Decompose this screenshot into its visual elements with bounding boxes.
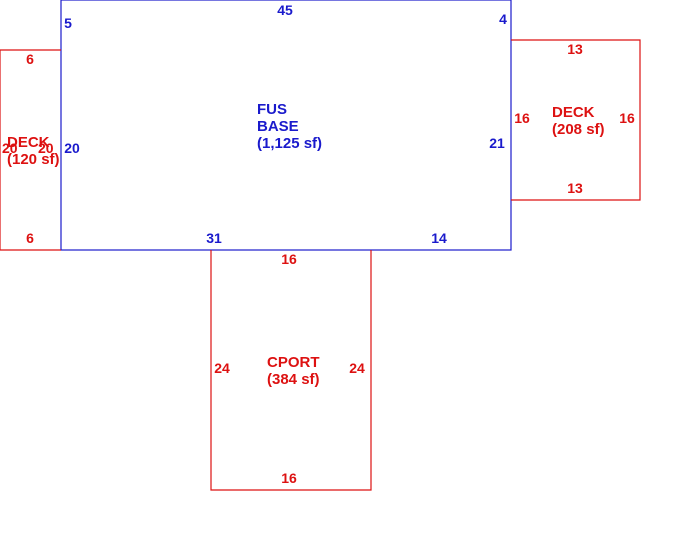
- base-area-label: (1,125 sf): [257, 135, 322, 152]
- carport-area-label: (384 sf): [267, 371, 320, 388]
- left-deck-dim-left: 20: [2, 140, 18, 156]
- base-dim-bottom-right: 14: [431, 230, 447, 246]
- right-deck-area-label: (208 sf): [552, 121, 605, 138]
- left-deck-outline: [0, 49, 61, 251]
- right-deck-dim-top: 13: [567, 41, 583, 57]
- right-deck-dim-bottom: 13: [567, 180, 583, 196]
- left-deck-name-label: DECK: [7, 134, 50, 151]
- carport-dim-right: 24: [349, 360, 365, 376]
- right-deck-name-label: DECK: [552, 104, 595, 121]
- base-dim-left: 20: [64, 140, 80, 156]
- right-deck-dim-left: 16: [514, 110, 530, 126]
- base-name-label: FUS: [257, 101, 287, 118]
- left-deck-dim-bottom: 6: [26, 230, 34, 246]
- carport-dim-left: 24: [214, 360, 230, 376]
- right-deck-dim-right: 16: [619, 110, 635, 126]
- base-dim-bottom-left: 31: [206, 230, 222, 246]
- left-deck-area-label: (120 sf): [7, 151, 60, 168]
- carport-name-label: CPORT: [267, 354, 320, 371]
- base-dim-top-left: 5: [64, 15, 72, 31]
- right-deck-outline: [511, 39, 641, 201]
- carport-dim-top: 16: [281, 251, 297, 267]
- left-deck-dim-right: 20: [38, 140, 54, 156]
- base-outline: [60, 0, 512, 251]
- base-type-label: BASE: [257, 118, 299, 135]
- carport-outline: [210, 250, 372, 491]
- base-dim-right: 21: [489, 135, 505, 151]
- base-dim-top: 45: [277, 2, 293, 18]
- base-dim-top-right: 4: [499, 11, 507, 27]
- left-deck-dim-top: 6: [26, 51, 34, 67]
- carport-dim-bottom: 16: [281, 470, 297, 486]
